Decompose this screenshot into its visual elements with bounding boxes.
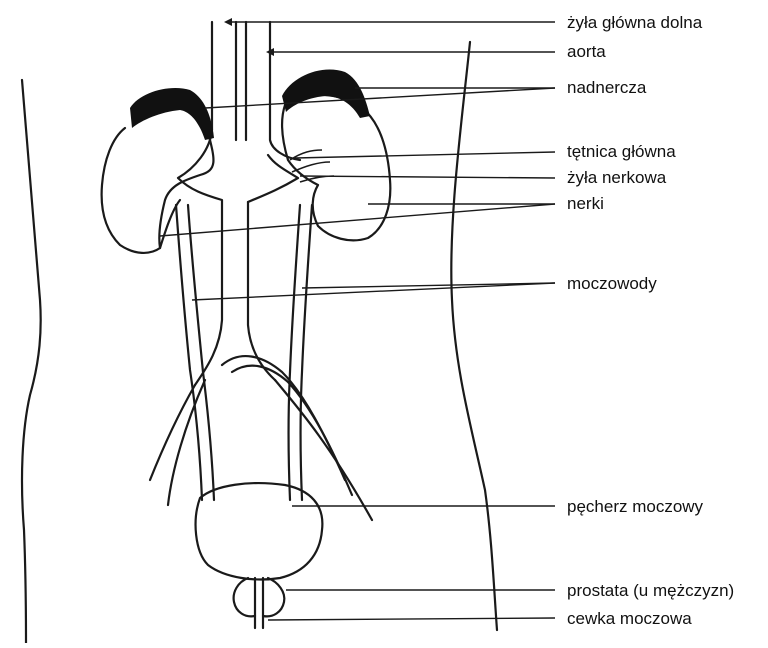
prostate: [234, 578, 285, 616]
body-outline: [22, 42, 497, 643]
vena-cava: [212, 22, 236, 140]
urethra: [255, 578, 263, 628]
central-trunk: [178, 130, 298, 385]
left-ureter: [176, 205, 214, 500]
label-vena-cava: żyła główna dolna: [567, 13, 703, 32]
label-urethra: cewka moczowa: [567, 609, 692, 628]
right-ureter: [289, 205, 313, 500]
label-renal-artery: tętnica główna: [567, 142, 676, 161]
right-adrenal-gland: [282, 69, 370, 118]
left-adrenal-gland: [130, 88, 214, 140]
label-aorta: aorta: [567, 42, 606, 61]
label-prostate: prostata (u mężczyzn): [567, 581, 734, 600]
iliac-vessels: [150, 356, 372, 520]
label-renal-vein: żyła nerkowa: [567, 168, 667, 187]
labels: żyła główna dolna aorta nadnercza tętnic…: [567, 13, 734, 628]
label-adrenal-glands: nadnercza: [567, 78, 647, 97]
label-bladder: pęcherz moczowy: [567, 497, 704, 516]
label-ureters: moczowody: [567, 274, 657, 293]
label-kidneys: nerki: [567, 194, 604, 213]
